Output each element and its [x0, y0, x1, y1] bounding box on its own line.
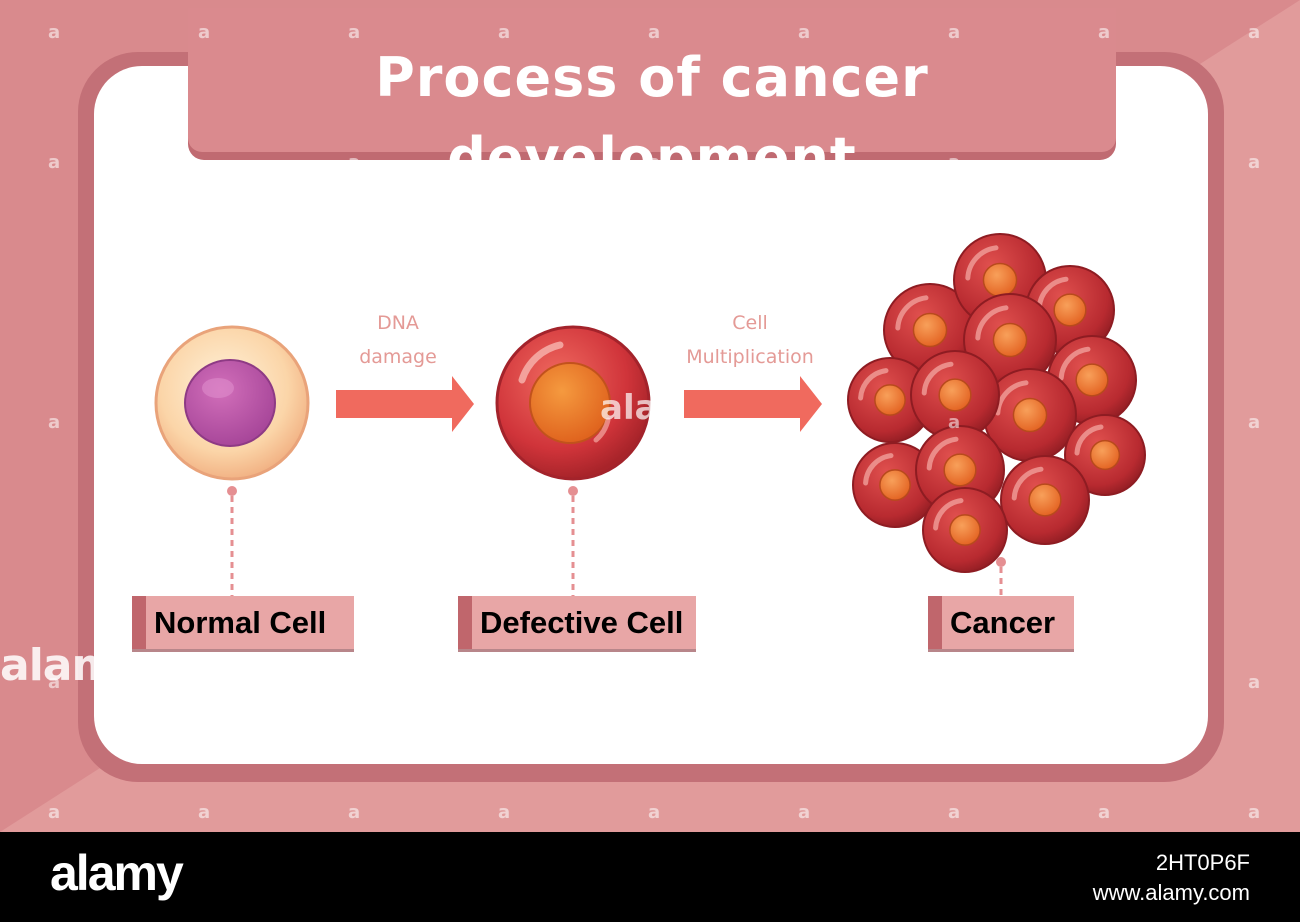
watermark-glyph: a: [48, 802, 60, 823]
stage-label-text: Normal Cell: [154, 596, 326, 649]
watermark-glyph: a: [1248, 22, 1260, 43]
stage-label-normal-cell: Normal Cell: [132, 596, 354, 652]
transition-label-cell-multiplication: Cell Multiplication: [660, 306, 840, 374]
cancer-cluster-illustration: [848, 234, 1145, 572]
footer-logo: alamy: [50, 844, 182, 902]
arrow-cell-multiplication: [684, 376, 822, 432]
watermark-glyph: a: [948, 802, 960, 823]
watermark-glyph: a: [348, 152, 360, 173]
watermark-glyph: a: [1248, 412, 1260, 433]
footer-bar: alamy 2HT0P6F www.alamy.com: [0, 832, 1300, 922]
image-id: 2HT0P6F: [1093, 848, 1250, 878]
watermark-glyph: a: [498, 802, 510, 823]
watermark-glyph: a: [1098, 802, 1110, 823]
watermark-glyph: a: [348, 672, 360, 693]
watermark-glyph: a: [48, 22, 60, 43]
normal-cell-illustration: [156, 327, 308, 479]
connector-defective: [568, 486, 578, 598]
watermark-glyph: a: [498, 22, 510, 43]
cancer-cell: [1001, 456, 1089, 544]
watermark-glyph: a: [648, 672, 660, 693]
watermark-glyph: a: [198, 22, 210, 43]
watermark-glyph: a: [198, 802, 210, 823]
watermark-glyph: a: [648, 22, 660, 43]
label-tab: [928, 596, 942, 649]
transition-label-dna-damage: DNA damage: [330, 306, 466, 374]
watermark-glyph: a: [798, 802, 810, 823]
stage-label-defective-cell: Defective Cell: [458, 596, 696, 652]
watermark-glyph: a: [948, 22, 960, 43]
watermark-glyph: a: [1248, 802, 1260, 823]
watermark-logo: alamy: [0, 640, 144, 691]
watermark-glyph: a: [1248, 152, 1260, 173]
watermark-glyph: a: [948, 672, 960, 693]
watermark-glyph: a: [48, 412, 60, 433]
watermark-glyph: a: [348, 802, 360, 823]
watermark-glyph: a: [1098, 22, 1110, 43]
watermark-glyph: a: [348, 412, 360, 433]
connector-cancer: [996, 557, 1006, 598]
watermark-glyph: a: [48, 152, 60, 173]
stage-label-text: Defective Cell: [480, 596, 683, 649]
site-url: www.alamy.com: [1093, 878, 1250, 908]
connector-normal: [227, 486, 237, 598]
stage-label-cancer: Cancer: [928, 596, 1074, 652]
infographic-canvas: Process of cancer development: [0, 0, 1300, 832]
watermark-glyph: a: [348, 22, 360, 43]
cancer-cell: [923, 488, 1007, 572]
watermark-glyph: a: [648, 152, 660, 173]
watermark-glyph: a: [798, 22, 810, 43]
stage-label-text: Cancer: [950, 596, 1055, 649]
watermark-glyph: a: [948, 412, 960, 433]
watermark-inline: ala: [600, 388, 658, 428]
watermark-glyph: a: [1248, 672, 1260, 693]
watermark-glyph: a: [648, 802, 660, 823]
footer-id-block: 2HT0P6F www.alamy.com: [1093, 848, 1250, 908]
watermark-glyph: a: [948, 152, 960, 173]
label-tab: [458, 596, 472, 649]
